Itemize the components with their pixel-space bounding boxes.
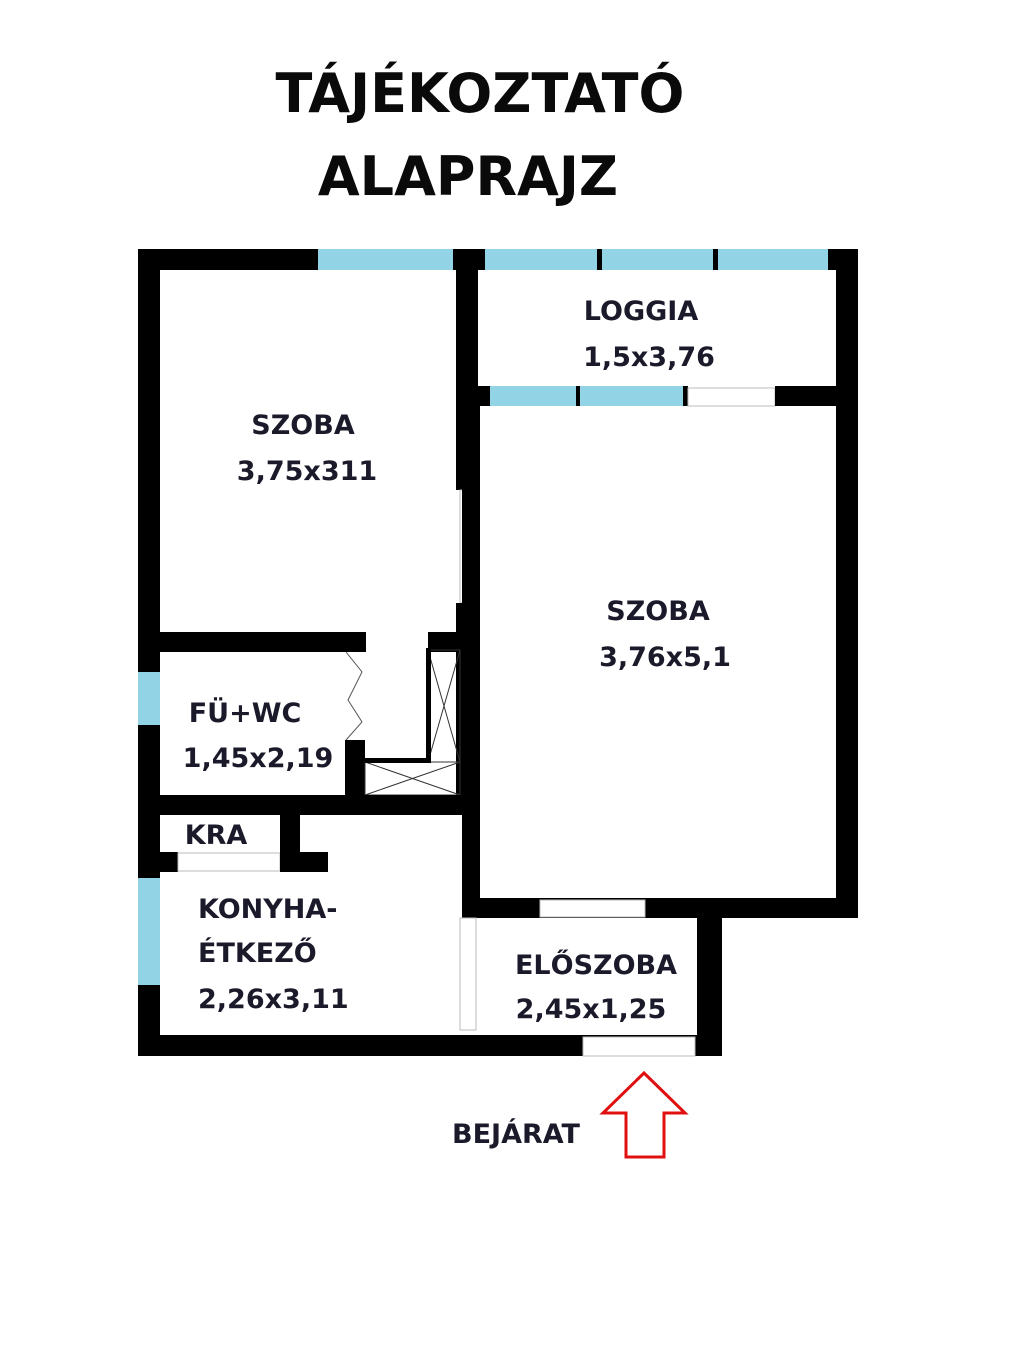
room-eloszoba: ELŐSZOBA 2,45x1,25: [515, 949, 677, 1025]
room-loggia: LOGGIA 1,5x3,76: [583, 296, 715, 373]
door: [539, 899, 646, 918]
entrance-arrow-icon: [599, 1070, 689, 1159]
door: [687, 387, 776, 407]
shaft: [364, 648, 461, 796]
svg-text:KRA: KRA: [185, 820, 248, 851]
title-line-1: TÁJÉKOZTATÓ: [276, 62, 685, 125]
svg-text:3,76x5,1: 3,76x5,1: [599, 642, 731, 673]
svg-text:LOGGIA: LOGGIA: [584, 296, 699, 327]
window: [490, 386, 683, 406]
room-furdo-wc: FÜ+WC 1,45x2,19: [183, 696, 334, 774]
svg-text:KONYHA-: KONYHA-: [198, 894, 338, 925]
room-szoba-2: SZOBA 3,76x5,1: [599, 596, 731, 673]
door: [177, 852, 281, 872]
svg-text:2,26x3,11: 2,26x3,11: [198, 984, 349, 1015]
window: [138, 672, 160, 725]
entrance-label: BEJÁRAT: [452, 1118, 581, 1150]
svg-text:3,75x311: 3,75x311: [237, 456, 377, 487]
title-line-2: ALAPRAJZ: [318, 145, 618, 208]
window: [318, 249, 453, 270]
room-szoba-1: SZOBA 3,75x311: [237, 410, 377, 487]
walls: [138, 249, 858, 1057]
window: [485, 249, 828, 270]
door: [459, 917, 477, 1031]
svg-text:SZOBA: SZOBA: [606, 596, 710, 627]
svg-text:1,45x2,19: 1,45x2,19: [183, 743, 334, 774]
window: [138, 878, 160, 985]
svg-text:ELŐSZOBA: ELŐSZOBA: [515, 949, 677, 981]
room-kamra: KRA: [185, 820, 248, 851]
svg-text:2,45x1,25: 2,45x1,25: [516, 994, 667, 1025]
entrance-door: [582, 1036, 696, 1057]
svg-text:ÉTKEZŐ: ÉTKEZŐ: [198, 937, 317, 969]
svg-text:FÜ+WC: FÜ+WC: [189, 696, 302, 729]
svg-text:SZOBA: SZOBA: [251, 410, 355, 441]
room-konyha: KONYHA- ÉTKEZŐ 2,26x3,11: [198, 894, 349, 1015]
svg-text:1,5x3,76: 1,5x3,76: [583, 342, 715, 373]
